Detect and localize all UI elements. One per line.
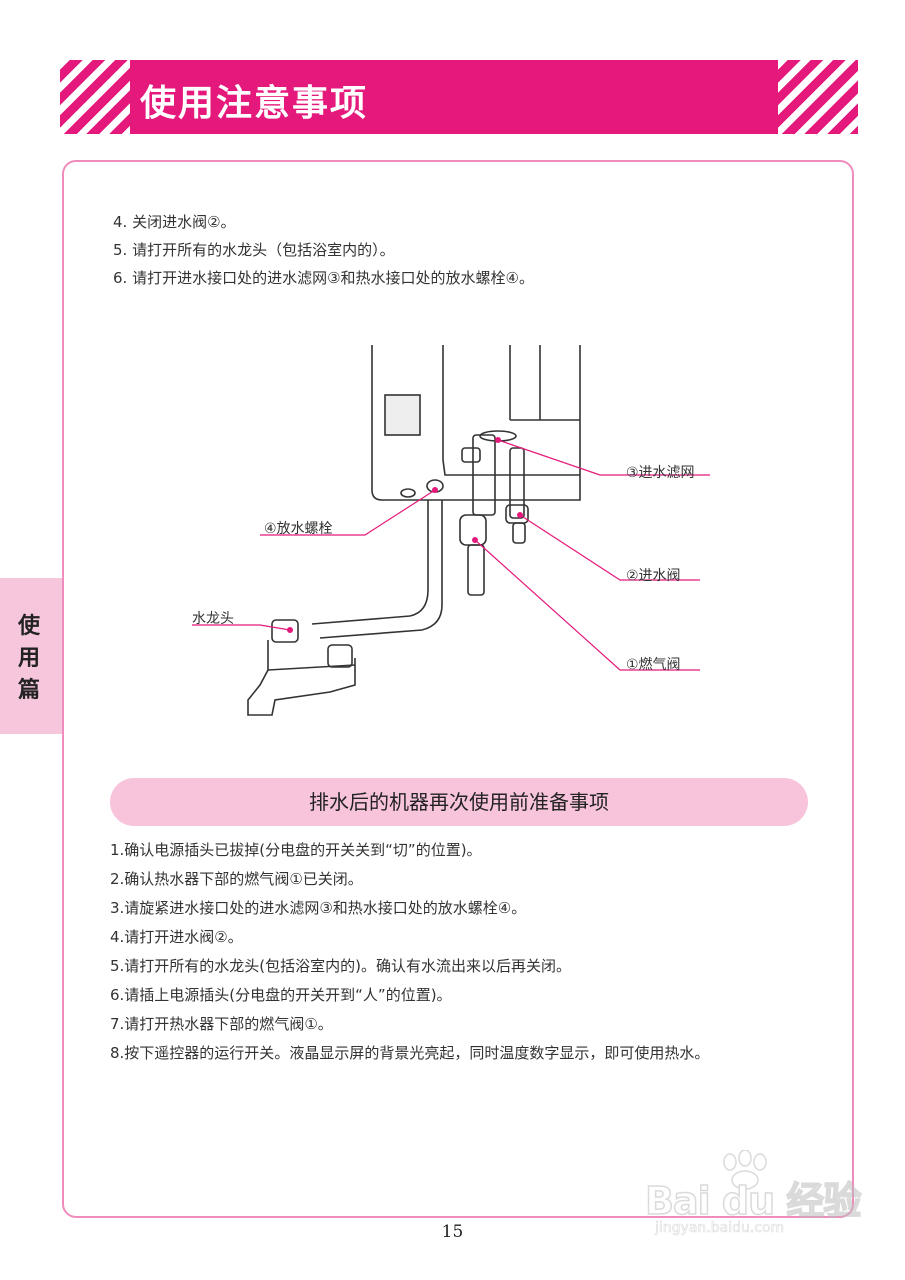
label-gas-valve: ①燃气阀 — [626, 657, 681, 673]
content-frame — [62, 160, 854, 1218]
list-item: 2.确认热水器下部的燃气阀①已关闭。 — [110, 870, 363, 888]
label-inlet-filter: ③进水滤网 — [626, 465, 695, 481]
list-item: 1.确认电源插头已拔掉(分电盘的开关关到“切”的位置)。 — [110, 841, 482, 859]
restart-steps-list: 1.确认电源插头已拔掉(分电盘的开关关到“切”的位置)。 2.确认热水器下部的燃… — [110, 836, 825, 1068]
water-heater-diagram: ③进水滤网 ④放水螺栓 ②进水阀 水龙头 ①燃气阀 — [180, 340, 720, 730]
label-drain-bolt: ④放水螺栓 — [264, 521, 333, 537]
watermark-url: jingyan.baidu.com — [655, 1220, 785, 1237]
section-title: 排水后的机器再次使用前准备事项 — [309, 790, 609, 814]
baidu-jingyan-watermark: Bai du 经验 jingyan.baidu.com — [644, 1150, 865, 1245]
header-stripes-left — [60, 60, 130, 134]
side-section-tab: 使 用 篇 — [0, 578, 62, 734]
water-heater-illustration — [192, 345, 710, 716]
page-title: 使用注意事项 — [140, 83, 369, 124]
side-tab-char: 篇 — [17, 678, 41, 703]
list-item: 3.请旋紧进水接口处的进水滤网③和热水接口处的放水螺栓④。 — [110, 899, 527, 917]
list-item: 5. 请打开所有的水龙头（包括浴室内的）。 — [113, 241, 395, 259]
list-item: 6.请插上电源插头(分电盘的开关开到“人”的位置)。 — [110, 986, 452, 1004]
list-item: 8.按下遥控器的运行开关。液晶显示屏的背景光亮起，同时温度数字显示，即可使用热水… — [110, 1044, 710, 1062]
header-stripes-right — [778, 60, 858, 134]
watermark-brand: Bai du 经验 — [644, 1178, 862, 1224]
header-banner: 使用注意事项 — [60, 60, 858, 134]
section-heading-pill: 排水后的机器再次使用前准备事项 — [110, 778, 808, 826]
list-item: 4. 关闭进水阀②。 — [113, 213, 236, 231]
paw-logo-icon — [723, 1150, 767, 1190]
label-inlet-valve: ②进水阀 — [626, 568, 681, 584]
list-item: 4.请打开进水阀②。 — [110, 928, 243, 946]
side-tab-char: 用 — [17, 646, 41, 671]
list-item: 6. 请打开进水接口处的进水滤网③和热水接口处的放水螺栓④。 — [113, 269, 534, 287]
drain-steps-list: 4. 关闭进水阀②。 5. 请打开所有的水龙头（包括浴室内的）。 6. 请打开进… — [113, 208, 534, 292]
page-number: 15 — [441, 1222, 464, 1242]
side-tab-char: 使 — [17, 614, 41, 639]
list-item: 7.请打开热水器下部的燃气阀①。 — [110, 1015, 333, 1033]
list-item: 5.请打开所有的水龙头(包括浴室内的)。确认有水流出来以后再关闭。 — [110, 957, 572, 975]
label-faucet: 水龙头 — [192, 611, 234, 627]
